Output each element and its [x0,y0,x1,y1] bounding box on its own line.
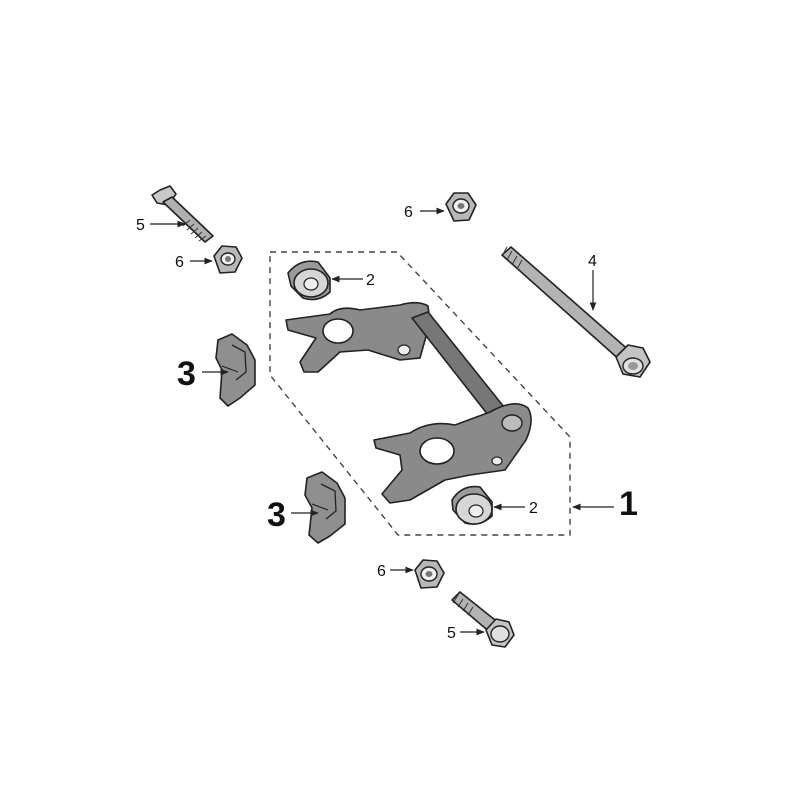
rubber-mount-upper[interactable] [215,333,256,407]
long-bolt[interactable] [501,246,651,378]
label-nut-lower: 6 [377,563,386,580]
bushing-upper[interactable] [287,260,331,301]
label-bolt-lower: 5 [447,625,456,642]
nut-icon [213,245,243,274]
bolt-icon [501,246,651,378]
bolt-icon [151,185,214,243]
label-nut-upper-right: 6 [404,204,413,221]
label-rubber-mount-upper: 3 [177,355,196,393]
rubber-mount-lower[interactable] [304,471,346,544]
label-bolt-upper: 5 [136,217,145,234]
label-long-bolt: 4 [588,253,597,270]
leader-lines [150,207,614,636]
assembly-boundary [269,251,571,536]
bolt-icon [451,591,515,648]
frame-assembly[interactable] [285,301,532,504]
label-bushing-upper: 2 [366,272,375,289]
bolt-lower[interactable] [451,591,515,648]
rubber-mount-icon [304,471,346,544]
nut-upper-left[interactable] [213,245,243,274]
rubber-mount-icon [215,333,256,407]
bushing-icon [287,260,331,301]
bushing-icon [451,485,493,525]
label-bushing-lower: 2 [529,500,538,517]
nut-upper-right[interactable] [445,192,477,222]
bolt-upper[interactable] [151,185,214,243]
swing-arm-bracket-icon [285,301,532,504]
label-rubber-mount-lower: 3 [267,496,286,534]
nut-lower[interactable] [414,559,445,589]
label-nut-upper-left: 6 [175,254,184,271]
label-frame-assembly: 1 [619,485,638,523]
nut-icon [414,559,445,589]
bushing-lower[interactable] [451,485,493,525]
nut-icon [445,192,477,222]
